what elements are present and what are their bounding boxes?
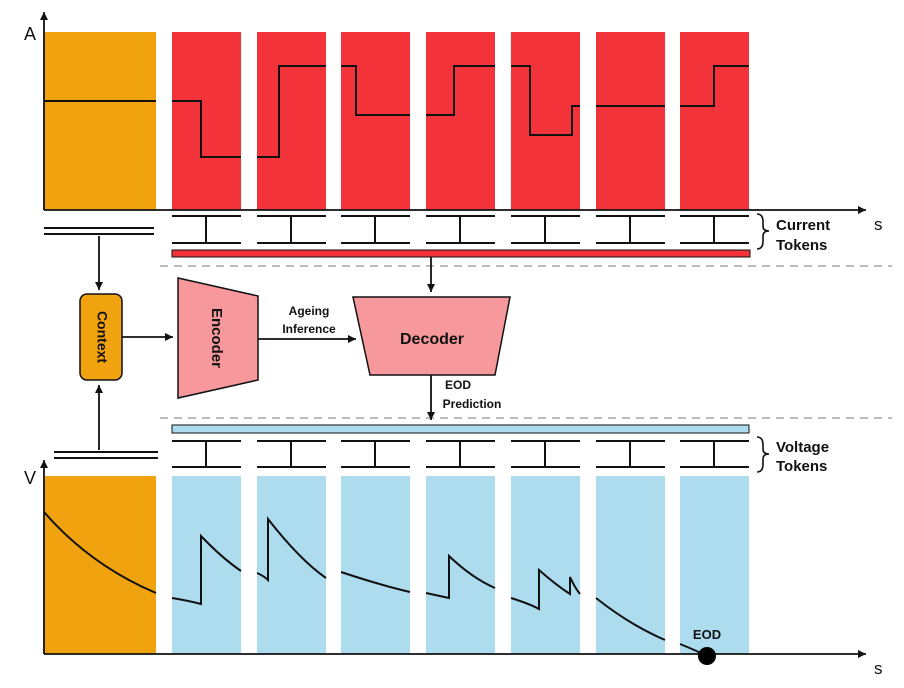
current-token-panel [596, 32, 665, 210]
context-label: Context [94, 311, 110, 363]
voltage-tokens-brace [756, 436, 770, 473]
current-signal-4 [426, 65, 495, 116]
voltage-signal-2 [256, 516, 327, 583]
voltage-token-bar [171, 424, 750, 434]
ageing-label-line2: Inference [282, 322, 336, 336]
eod-marker-dot [698, 647, 716, 665]
voltage-token-panel [341, 476, 410, 654]
voltage-context-panel [44, 476, 156, 654]
voltage-signal-1 [171, 533, 242, 606]
eod-prediction-label-line1: EOD [445, 378, 471, 392]
current-tokens-label-line1: Current [776, 217, 830, 234]
decoder-label: Decoder [400, 331, 464, 348]
current-signal-2 [257, 65, 326, 158]
current-token-panel [680, 32, 749, 210]
voltage-y-axis-label: V [24, 468, 36, 488]
current-y-axis-label: A [24, 24, 36, 44]
current-signal-3 [341, 65, 410, 116]
eod-marker-label: EOD [693, 627, 721, 642]
current-tokens-brace [756, 213, 770, 250]
current-token-panel [257, 32, 326, 210]
current-token-panel [341, 32, 410, 210]
current-token-panel [511, 32, 580, 210]
voltage-signal-4 [425, 553, 496, 600]
voltage-token-panel [172, 476, 241, 654]
voltage-token-tees [172, 440, 749, 468]
decoder-block [352, 296, 511, 376]
voltage-tokens-label-line1: Voltage [776, 439, 829, 456]
current-token-panel [426, 32, 495, 210]
voltage-token-panel [680, 476, 749, 654]
current-tokens-label-line2: Tokens [776, 237, 827, 254]
eod-prediction-label-line2: Prediction [443, 397, 502, 411]
current-signal-7 [680, 65, 749, 107]
voltage-token-panel [511, 476, 580, 654]
encoder-block [177, 277, 259, 399]
ageing-label-line1: Ageing [289, 304, 330, 318]
current-token-bar [171, 249, 751, 258]
current-token-panel [172, 32, 241, 210]
voltage-token-panel [596, 476, 665, 654]
current-signal-1 [172, 100, 241, 158]
current-signal-5 [511, 65, 580, 136]
voltage-x-axis-label: s [874, 659, 883, 678]
voltage-signal-5 [510, 567, 581, 611]
current-x-axis-label: s [874, 215, 883, 234]
current-context-panel [44, 32, 156, 210]
voltage-signal-6 [595, 597, 666, 641]
voltage-signal-3 [340, 571, 411, 593]
voltage-tokens-label-line2: Tokens [776, 458, 827, 475]
current-token-tees [172, 215, 749, 244]
voltage-context-curve [43, 511, 157, 594]
encoder-label: Encoder [208, 308, 225, 368]
